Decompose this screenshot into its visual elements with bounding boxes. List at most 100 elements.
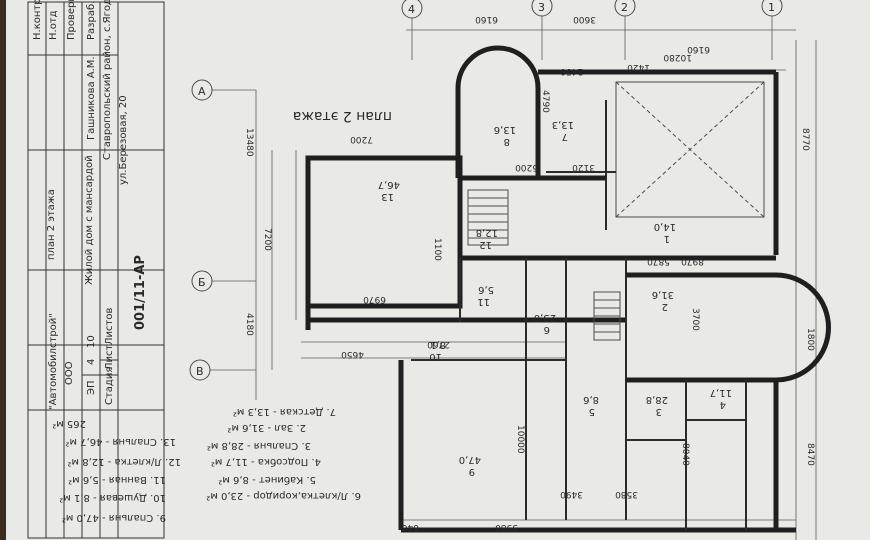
room-1-area: 14,0 (654, 221, 676, 232)
legend-item: 5. Кабинет - 8,6 м² (218, 474, 316, 485)
room-4-num: 4 (720, 399, 726, 410)
room-11-num: 11 (477, 296, 490, 307)
legend-total: 265 м² (52, 418, 86, 429)
legend-item: 10. Душевая - 8,1 м² (59, 492, 166, 503)
room-labels: 13 46,7 12 12,8 11 5,6 10 8,1 9 47,0 (378, 119, 732, 477)
room-3-num: 3 (656, 406, 662, 417)
dim-text: 8770 (800, 128, 810, 151)
dim-text: 3600 (573, 14, 596, 24)
room-4-area: 11,7 (710, 387, 732, 398)
dim-text: 5870 (647, 256, 670, 266)
dim-text: 3700 (690, 308, 700, 331)
dim-text: 5200 (515, 162, 538, 172)
tb-author-name: Гашникова А.М. (86, 56, 97, 140)
dim-text: 10280 (663, 52, 692, 62)
tb-sheet-label: Лист (104, 344, 115, 370)
room-1-num: 1 (664, 233, 670, 244)
plan-title: план 2 этажа (293, 108, 392, 124)
tb-address-2: ул.Березовая, 20 (118, 95, 129, 185)
room-11-area: 5,6 (478, 284, 494, 295)
dim-text: 4180 (244, 313, 254, 336)
axis-4: 4 (408, 3, 415, 16)
dim-text: 6160 (475, 14, 498, 24)
tb-code: 001/11-АР (133, 255, 148, 330)
room-13-area: 46,7 (378, 179, 400, 190)
dim-text: 1800 (805, 328, 815, 351)
paper-sheet: Н.контр Н.отд Проверил Разраб. Гашникова… (6, 0, 870, 540)
tb-sheets-value: 10 (86, 335, 97, 348)
tb-stage-value: ЭП (86, 380, 97, 395)
walls (305, 45, 831, 533)
room-10-num: 10 (429, 351, 442, 362)
tb-stage-label: Стадия (104, 367, 115, 405)
area-legend: 7. Детская - 13,3 м² 2. Зал - 31,6 м² 3.… (52, 406, 361, 523)
room-6-area: 23,0 (534, 312, 556, 323)
tb-address-1: Ставропольский район, с.Ягодное (102, 0, 113, 160)
dim-text: 7200 (262, 228, 272, 251)
tb-sheets-label: Листов (104, 308, 115, 345)
tb-org-1: ООО (64, 361, 75, 385)
axis-1: 1 (768, 1, 775, 14)
title-block: Н.контр Н.отд Проверил Разраб. Гашникова… (27, 0, 165, 539)
dim-text: 8040 (680, 443, 690, 466)
tb-project-name: Жилой дом с мансардой (84, 155, 95, 285)
dim-text: 7200 (350, 134, 373, 144)
dim-text: 4650 (341, 349, 364, 359)
room-3-area: 28,8 (646, 394, 668, 405)
tb-role-1: Н.контр (32, 0, 43, 40)
dim-text: 2450 (560, 66, 583, 76)
legend-item: 9. Спальня - 47,0 м² (62, 512, 166, 523)
dim-text: 8470 (805, 443, 815, 466)
dimension-texts: 6160 3600 6160 10280 2450 1420 4790 8770… (244, 14, 815, 532)
tb-role-2: Н.отд (48, 10, 59, 40)
room-7-num: 7 (562, 131, 568, 142)
dim-text: 1100 (432, 238, 442, 261)
room-5-num: 5 (589, 406, 595, 417)
tb-sheet-value: 4 (86, 359, 97, 365)
axis-2: 2 (621, 1, 628, 14)
dim-text: 1420 (627, 62, 650, 72)
room-6-num: 6 (544, 324, 550, 335)
room-12-num: 12 (479, 239, 492, 250)
dim-text: 4790 (540, 90, 550, 113)
room-2-num: 2 (662, 301, 668, 312)
room-10-area: 8,1 (430, 339, 446, 350)
legend-item: 7. Детская - 13,3 м² (233, 406, 336, 417)
axis-a: А (198, 85, 206, 98)
tb-sheet-title: план 2 этажа (46, 189, 57, 260)
legend-item: 12. Л/клетка - 12,8 м² (67, 456, 181, 467)
room-5-area: 8,6 (583, 394, 599, 405)
room-8-num: 8 (504, 136, 510, 147)
legend-item: 6. Л/клетка,коридор - 23,0 м² (206, 490, 361, 501)
axis-v: В (196, 365, 204, 378)
dim-text: 8970 (681, 256, 704, 266)
dim-text: 2760 (427, 339, 450, 349)
dim-text: 6160 (687, 44, 710, 54)
legend-item: 3. Спальня - 28,8 м² (207, 440, 311, 451)
legend-item: 2. Зал - 31,6 м² (227, 422, 306, 433)
dim-text: 3490 (560, 489, 583, 499)
dim-text: 13480 (244, 128, 254, 157)
room-8-area: 13,6 (494, 124, 516, 135)
dim-text: 6970 (363, 294, 386, 304)
room-7-area: 13,3 (552, 119, 574, 130)
legend-item: 13. Спальня - 46,7 м² (65, 436, 176, 447)
room-12-area: 12,8 (476, 227, 498, 238)
legend-item: 11. Ванная - 5,6 м² (68, 474, 166, 485)
axis-3: 3 (538, 1, 545, 14)
axis-markers: 4 3 2 1 А Б В (189, 0, 783, 381)
dim-text: 3120 (572, 162, 595, 172)
room-9-area: 47,0 (459, 454, 481, 465)
legend-item: 4. Подсобка - 11,7 м² (211, 456, 321, 467)
dim-text: 5980 (495, 522, 518, 532)
room-2-area: 31,6 (652, 289, 674, 300)
dim-text: 3580 (615, 489, 638, 499)
tb-org-2: "Автомобилстрой" (48, 313, 59, 410)
tb-role-3: Проверил (66, 0, 77, 40)
tb-role-4: Разраб. (86, 1, 97, 40)
room-9-num: 9 (469, 466, 475, 477)
dim-text: 10000 (515, 425, 525, 454)
axis-b: Б (198, 276, 206, 289)
room-13-num: 13 (381, 191, 394, 202)
